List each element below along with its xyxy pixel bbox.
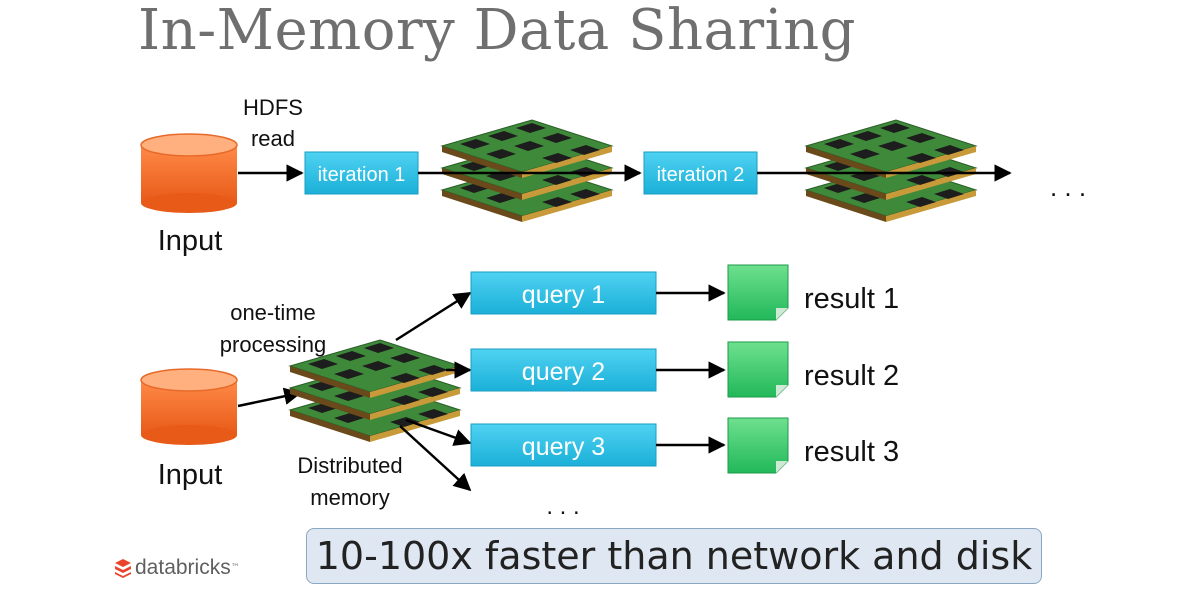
top-input-label: Input xyxy=(158,225,223,257)
iteration2-label: iteration 2 xyxy=(657,164,745,186)
slide-title: In-Memory Data Sharing xyxy=(138,0,856,63)
query3-label: query 3 xyxy=(522,433,605,461)
query2-label: query 2 xyxy=(522,358,605,386)
top-input-cylinder xyxy=(140,133,238,213)
iteration2-box: iteration 2 xyxy=(643,151,758,195)
bottom-ellipsis: . . . xyxy=(546,493,579,520)
query1-label: query 1 xyxy=(522,281,605,309)
result1-label: result 1 xyxy=(804,283,899,315)
memory-to-more-arrow xyxy=(399,425,472,492)
input-to-memory-arrow xyxy=(237,387,302,408)
distributed-memory-line1: Distributed xyxy=(297,453,402,478)
databricks-logo-text: databricks xyxy=(135,556,231,579)
result3-label: result 3 xyxy=(804,436,899,468)
memory-to-query3-arrow xyxy=(405,418,472,446)
distributed-memory-line2: memory xyxy=(310,485,389,510)
result3-document-icon xyxy=(727,417,789,474)
top-ellipsis: . . . xyxy=(1050,172,1086,202)
query3-box: query 3 xyxy=(470,423,657,467)
bottom-input-cylinder xyxy=(140,368,238,445)
bottom-input-label: Input xyxy=(158,459,223,491)
speedup-banner: 10-100x faster than network and disk xyxy=(306,528,1042,584)
result2-label: result 2 xyxy=(804,360,899,392)
ram-stack-1 xyxy=(442,120,612,222)
databricks-logo-icon xyxy=(115,559,131,578)
hdfs-read-label-line2: read xyxy=(251,126,295,151)
result2-document-icon xyxy=(727,341,789,398)
one-time-processing-line1: one-time xyxy=(230,300,316,325)
iteration1-box: iteration 1 xyxy=(304,151,419,195)
query1-box: query 1 xyxy=(470,271,657,315)
hdfs-read-label-line1: HDFS xyxy=(243,95,303,120)
result1-document-icon xyxy=(727,264,789,321)
one-time-processing-line2: processing xyxy=(220,332,326,357)
memory-to-query1-arrow xyxy=(395,291,472,342)
query2-box: query 2 xyxy=(470,348,657,392)
iteration1-label: iteration 1 xyxy=(318,164,406,186)
ram-stack-2 xyxy=(806,120,976,222)
